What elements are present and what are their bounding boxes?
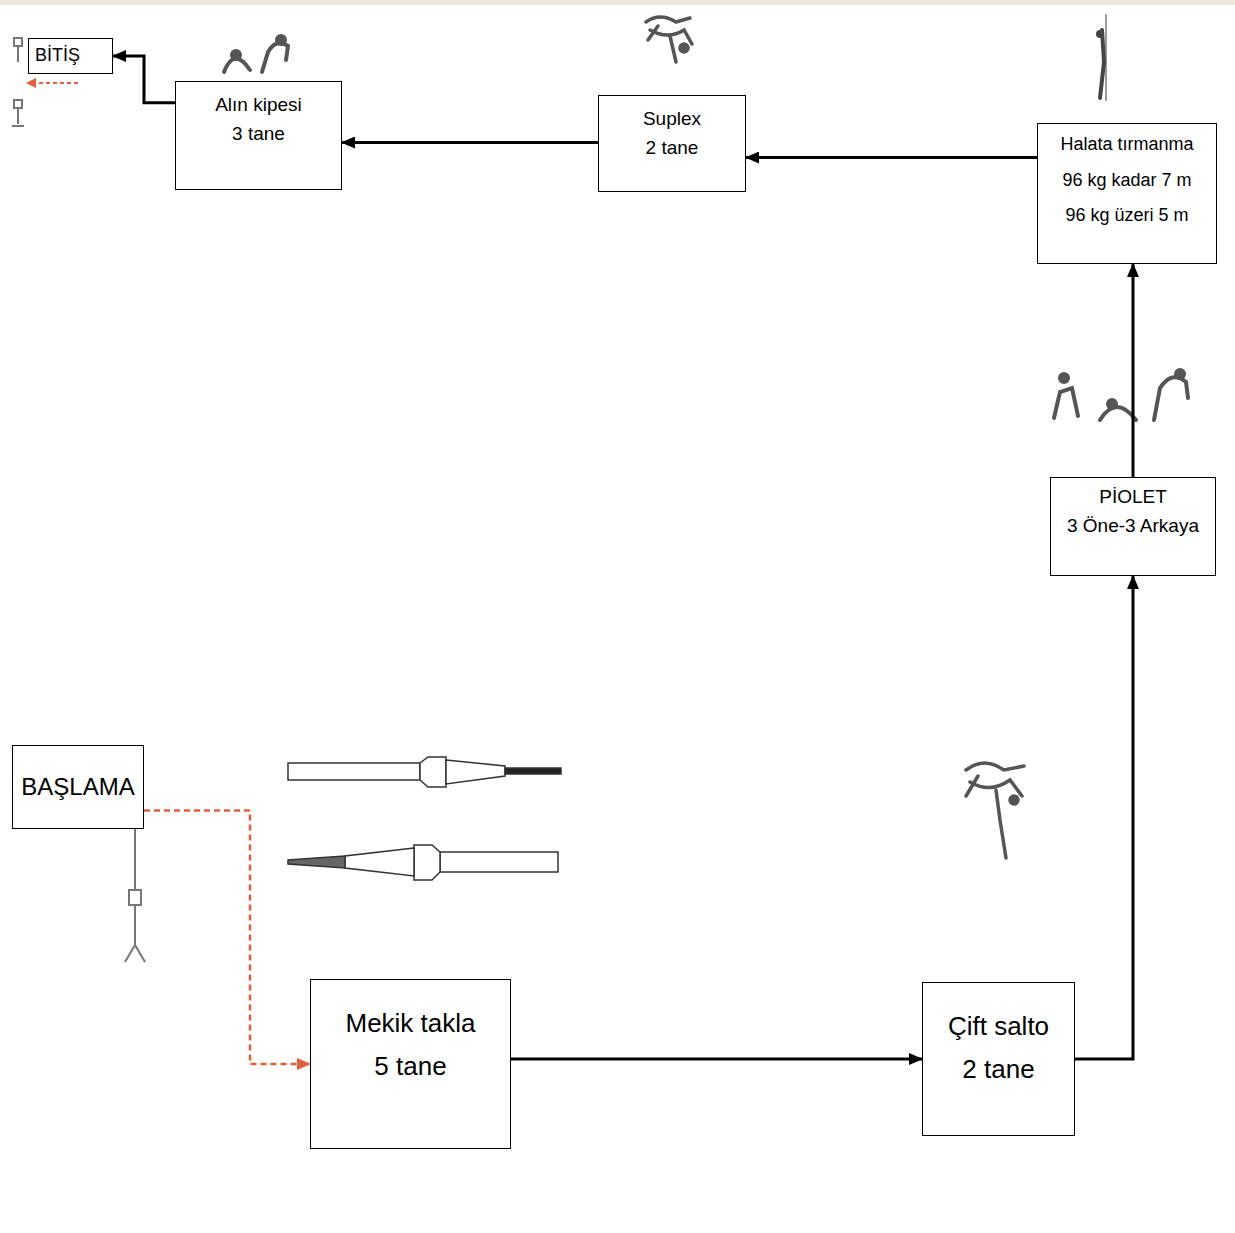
flow-arrow [113, 56, 175, 103]
station-name: BİTİŞ [35, 45, 80, 67]
station-box: PİOLET 3 Öne-3 Arkaya [1050, 477, 1216, 576]
mat-rolls [288, 757, 561, 880]
double-somersault-figure [966, 763, 1024, 858]
station-name: Çift salto [948, 1011, 1049, 1042]
station-detail: 2 tane [962, 1054, 1034, 1085]
station-detail: 96 kg üzeri 5 m [1065, 205, 1188, 227]
station-box: Alın kipesi 3 tane [175, 81, 342, 190]
station-detail: 3 Öne-3 Arkaya [1067, 515, 1199, 538]
station-detail: 3 tane [232, 123, 285, 146]
flow-arrow [1075, 576, 1133, 1059]
station-box: Suplex 2 tane [598, 95, 746, 192]
forehead-kip-figures [224, 36, 288, 72]
finish-pins [12, 38, 24, 126]
station-box: Halata tırmanma 96 kg kadar 7 m 96 kg üzer… [1037, 123, 1217, 264]
station-box: BİTİŞ [28, 38, 113, 74]
station-detail: 5 tane [374, 1051, 446, 1082]
finish-dashed-arrow [26, 78, 78, 88]
station-box: Çift salto 2 tane [922, 982, 1075, 1136]
flow-arrow [342, 141, 598, 144]
station-name: Halata tırmanma [1060, 134, 1193, 156]
station-name: BAŞLAMA [21, 773, 134, 802]
station-name: PİOLET [1099, 486, 1167, 509]
flow-arrow [746, 156, 1037, 159]
station-box: BAŞLAMA [12, 745, 144, 829]
flow-arrow [144, 811, 310, 1065]
station-name: Alın kipesi [215, 94, 302, 117]
flow-arrow [1132, 264, 1135, 477]
suplex-figure [646, 17, 692, 62]
station-detail: 2 tane [646, 137, 699, 160]
frame-strip [0, 0, 1235, 5]
rope-climb-figure [1096, 15, 1106, 100]
station-name: Suplex [643, 108, 701, 131]
station-box: Mekik takla 5 tane [310, 979, 511, 1149]
flow-arrow [511, 1058, 922, 1061]
station-name: Mekik takla [345, 1008, 475, 1039]
piolet-figures [1054, 370, 1188, 420]
station-detail: 96 kg kadar 7 m [1062, 170, 1191, 192]
